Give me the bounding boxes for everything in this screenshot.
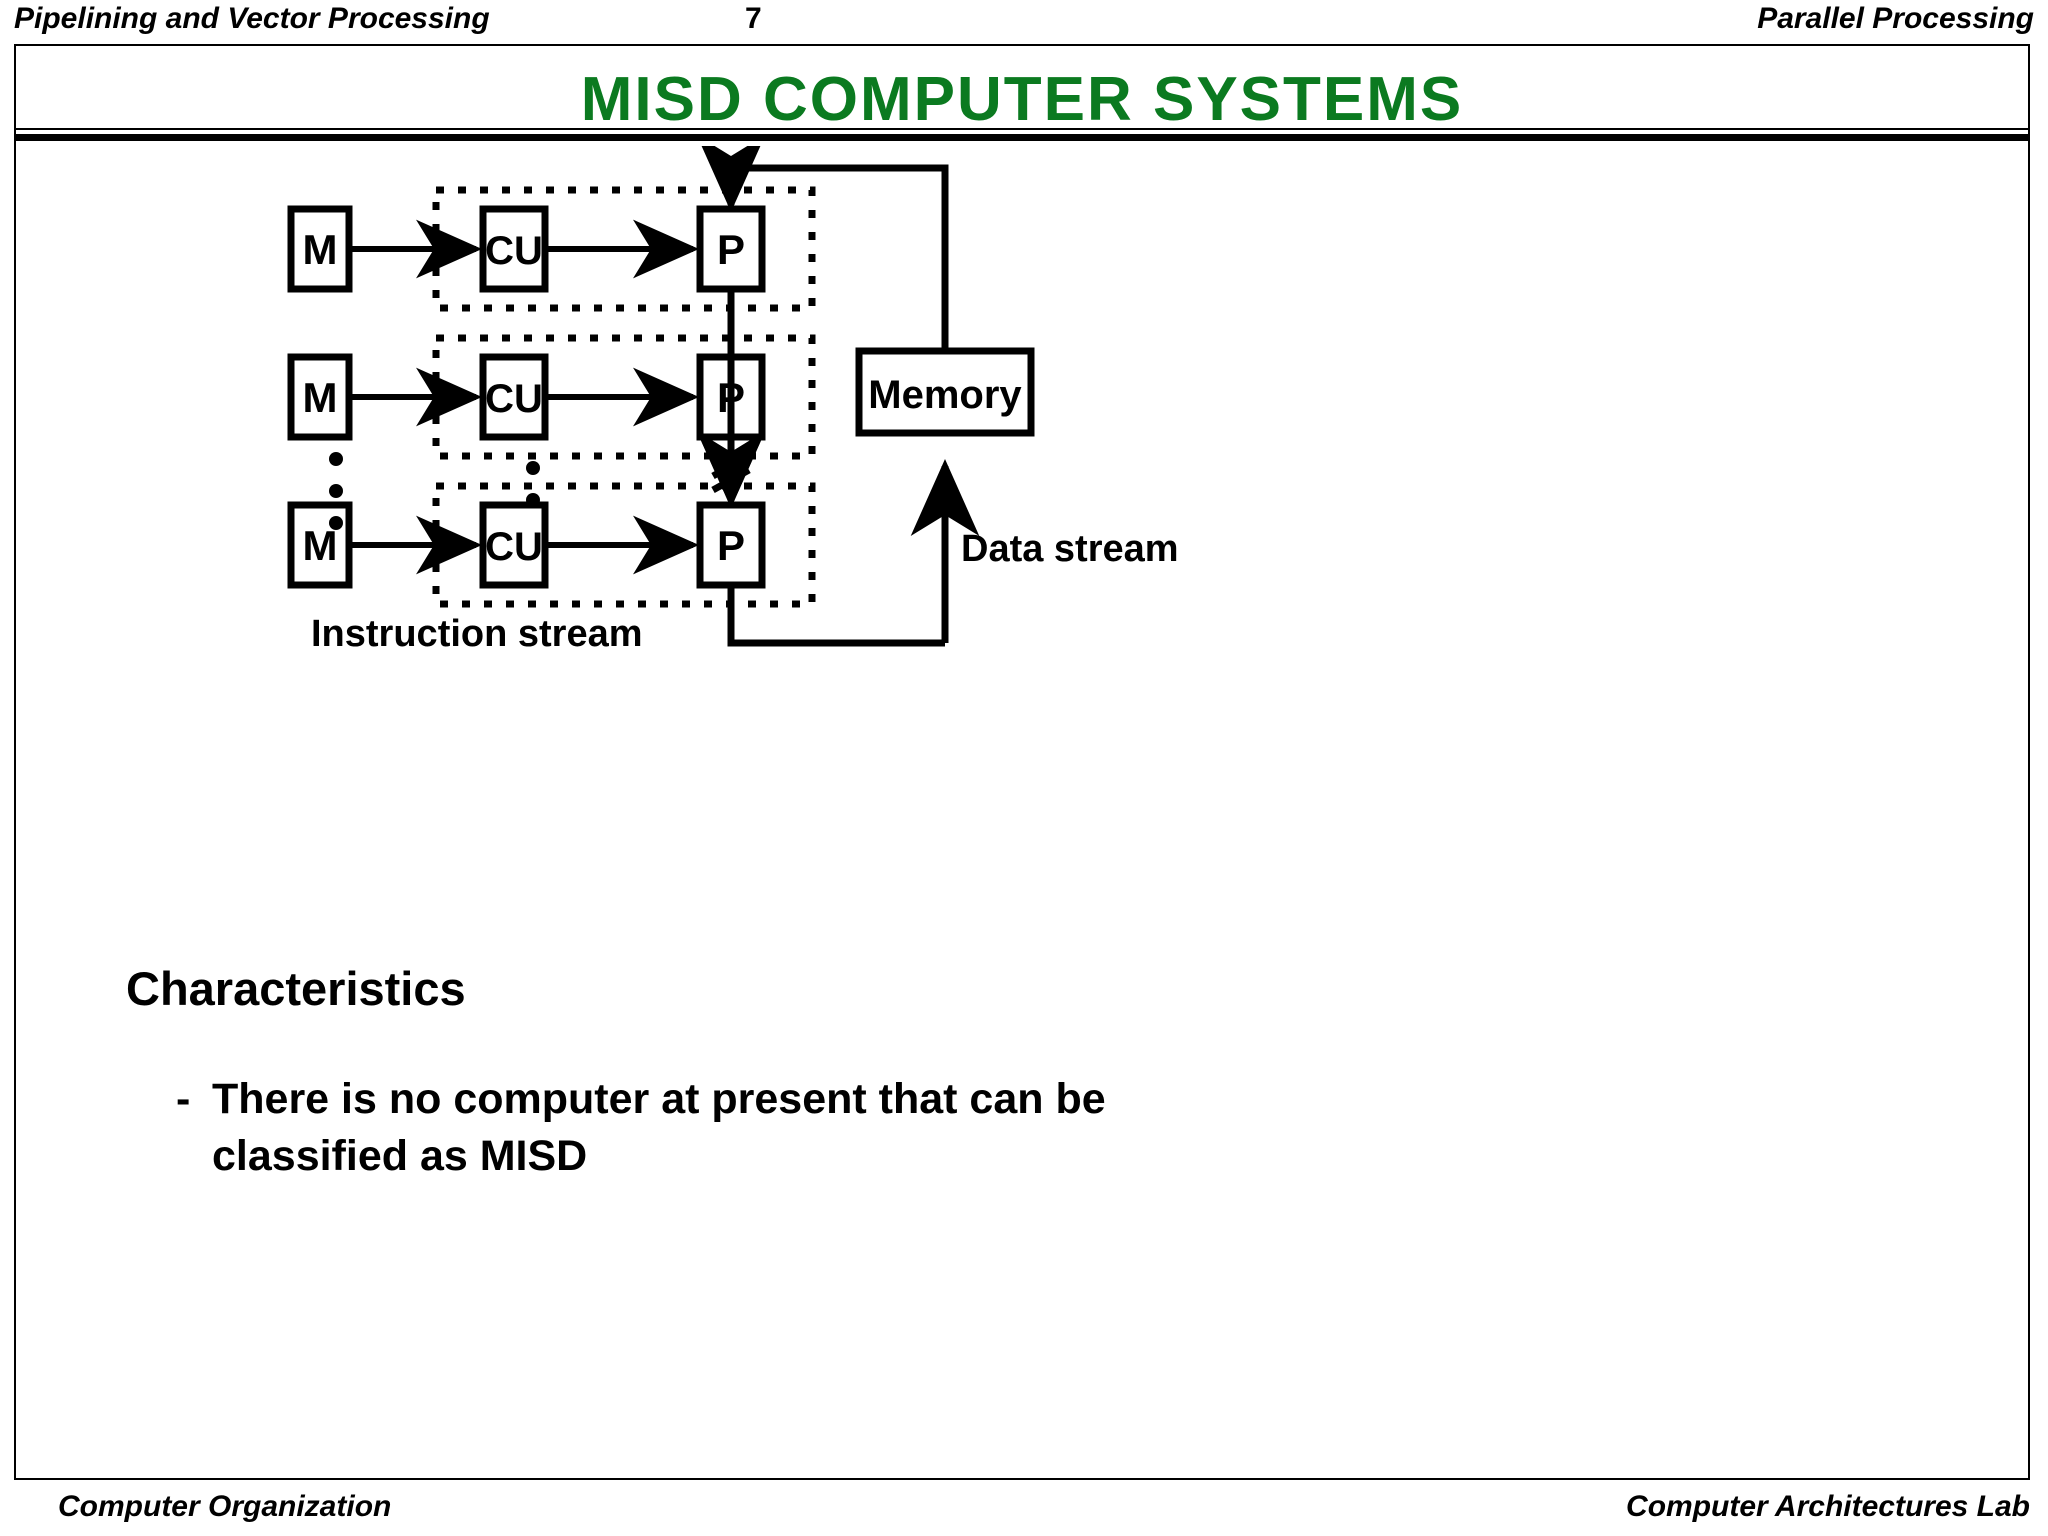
title-rule-thick [16,134,2028,141]
footer-left-text: Computer Organization [58,1490,392,1523]
slide-footer: Computer Organization Computer Architect… [0,1490,2048,1536]
characteristics-bullet-item: - There is no computer at present that c… [176,1071,1106,1185]
m-label-1: M [303,226,338,273]
line-break-symbol [711,452,751,494]
instruction-stream-label: Instruction stream [311,613,643,655]
m-to-cu-arrow [349,219,482,575]
bullet-line-2: classified as MISD [212,1131,588,1180]
slide-title: MISD COMPUTER SYSTEMS [580,65,1464,134]
title-rule-thin [16,128,2028,130]
header-right-title: Parallel Processing [1757,2,2034,35]
data-stream-label: Data stream [961,528,1179,570]
cu-to-p-arrow [545,219,699,575]
bullet-dash: - [176,1075,191,1123]
memory-to-p1-feedback-line [733,164,949,351]
bullet-line-1: There is no computer at present that can… [212,1075,1106,1123]
control-unit-box [479,205,549,589]
ellipsis-dots-cu-column [526,461,540,507]
m-label-3: M [303,522,338,569]
m-label-2: M [303,374,338,421]
p-label-1: P [717,226,745,273]
memory-box [855,347,1035,437]
header-left-title: Pipelining and Vector Processing [14,2,490,35]
memory-box-label: Memory [868,373,1022,417]
cu-label-1: CU [485,229,543,273]
characteristics-heading: Characteristics [126,962,466,1015]
memory-module-label: M M M [303,226,338,569]
cu-label-3: CU [485,525,543,569]
footer-right-text: Computer Architectures Lab [1626,1490,2030,1523]
slide-frame: MISD COMPUTER SYSTEMS M [14,44,2030,1480]
misd-architecture-diagram: M M M CU CU CU P P [16,146,2032,806]
ellipsis-dots-m-column [329,452,343,530]
p-label-3: P [717,522,745,569]
header-page-number: 7 [745,2,762,35]
control-unit-label: CU CU CU [485,229,543,569]
p3-to-memory-feedback-line [727,585,945,647]
cu-label-2: CU [485,377,543,421]
slide-header: Pipelining and Vector Processing 7 Paral… [0,0,2048,42]
